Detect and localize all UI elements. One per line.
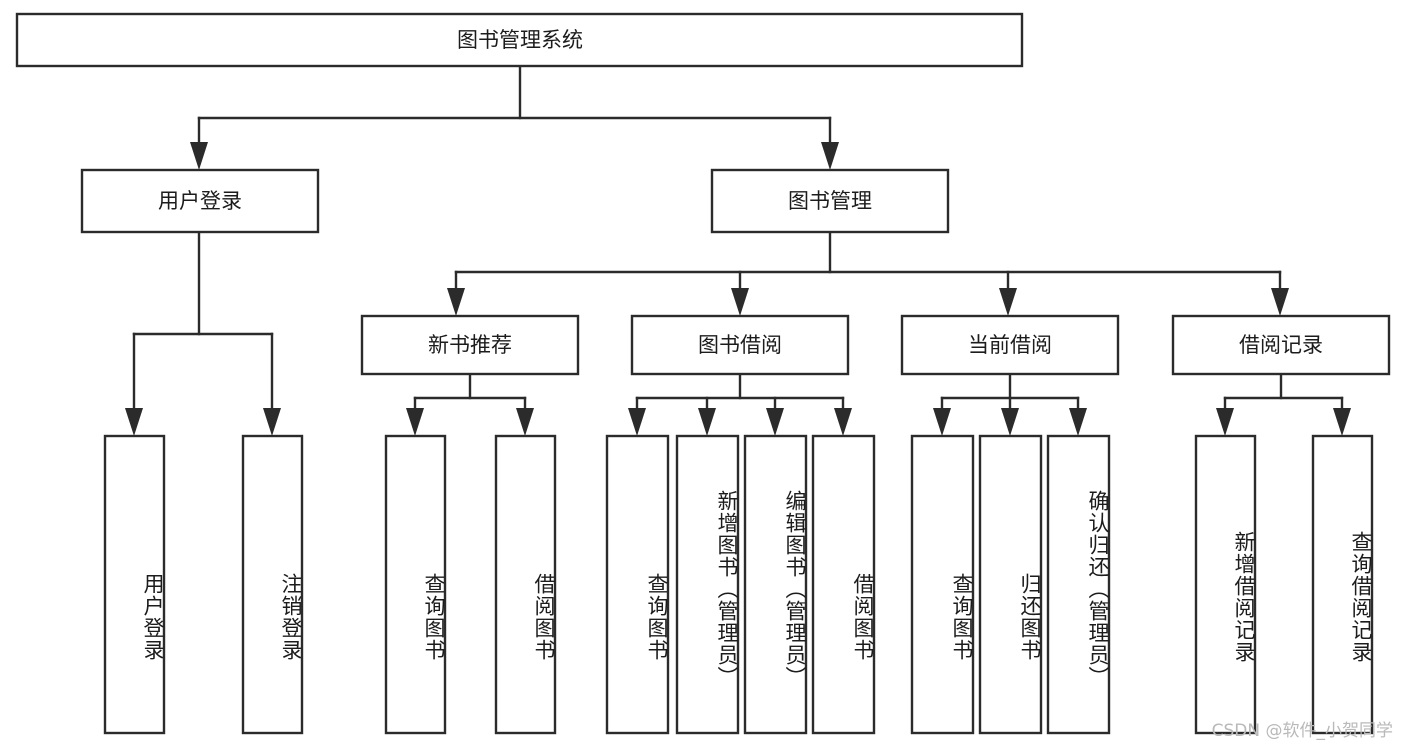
node-current-borrow-box[interactable] — [900, 314, 1120, 376]
arrow-head-leaf-borrow-2 — [766, 408, 784, 436]
leaf-box-borrow-3[interactable] — [811, 434, 876, 735]
arrow-head-leaf-newbook-1 — [516, 408, 534, 436]
node-user-login-box[interactable] — [80, 168, 320, 234]
arrow-head-leaf-borrow-0 — [628, 408, 646, 436]
arrow-head-leaf-record-0 — [1216, 408, 1234, 436]
node-user-login-label: 用户登录 — [158, 189, 242, 213]
arrow-head-leaf-newbook-0 — [406, 408, 424, 436]
arrow-head-leaf-user-0 — [125, 408, 143, 436]
node-root-box[interactable] — [15, 12, 1024, 68]
leaf-box-current-0[interactable] — [910, 434, 975, 735]
leaf-box-borrow-2[interactable] — [743, 434, 808, 735]
connector-group-book-manage — [447, 230, 1289, 316]
arrow-head-leaf-current-0 — [933, 408, 951, 436]
arrow-head-borrow-record — [1271, 288, 1289, 316]
node-user-login[interactable]: 用户登录 — [80, 168, 320, 234]
arrow-head-leaf-current-1 — [1001, 408, 1019, 436]
node-new-book-box[interactable] — [360, 314, 580, 376]
leaf-box-borrow-0[interactable] — [605, 434, 670, 735]
leaf-box-user-0[interactable] — [103, 434, 166, 735]
arrow-head-leaf-borrow-3 — [834, 408, 852, 436]
node-borrow-record-label: 借阅记录 — [1239, 333, 1323, 357]
connector-group-borrow-record — [1216, 372, 1351, 436]
node-borrow-book[interactable]: 图书借阅 — [630, 314, 850, 376]
node-root[interactable]: 图书管理系统 — [15, 12, 1024, 68]
node-root-label: 图书管理系统 — [457, 28, 583, 52]
node-borrow-record-box[interactable] — [1171, 314, 1391, 376]
connector-group-current-borrow — [933, 372, 1087, 436]
leaf-box-user-1[interactable] — [241, 434, 304, 735]
leaf-box-current-1[interactable] — [978, 434, 1043, 735]
arrow-head-borrow-book — [731, 288, 749, 316]
arrow-head-user-login — [190, 142, 208, 170]
connector-group-borrow-book — [628, 372, 852, 436]
arrow-head-book-manage — [821, 142, 839, 170]
connector-group-user-login — [125, 230, 281, 436]
leaf-box-current-2[interactable] — [1046, 434, 1111, 735]
node-book-manage-label: 图书管理 — [788, 189, 872, 213]
arrow-head-leaf-user-1 — [263, 408, 281, 436]
node-borrow-record[interactable]: 借阅记录 — [1171, 314, 1391, 376]
leaf-box-borrow-1[interactable] — [675, 434, 740, 735]
arrow-head-leaf-borrow-1 — [698, 408, 716, 436]
leaf-box-record-1[interactable] — [1311, 434, 1374, 735]
node-current-borrow-label: 当前借阅 — [968, 333, 1052, 357]
node-book-manage-box[interactable] — [710, 168, 950, 234]
node-borrow-book-box[interactable] — [630, 314, 850, 376]
node-current-borrow[interactable]: 当前借阅 — [900, 314, 1120, 376]
arrow-head-leaf-record-1 — [1333, 408, 1351, 436]
connector-group-new-book — [406, 372, 534, 436]
node-new-book[interactable]: 新书推荐 — [360, 314, 580, 376]
node-new-book-label: 新书推荐 — [428, 333, 512, 357]
connector-group-root — [190, 64, 839, 170]
node-book-manage[interactable]: 图书管理 — [710, 168, 950, 234]
node-borrow-book-label: 图书借阅 — [698, 333, 782, 357]
arrow-head-leaf-current-2 — [1069, 408, 1087, 436]
watermark-text: CSDN @软件_小贺同学 — [1211, 721, 1393, 741]
leaf-box-record-0[interactable] — [1194, 434, 1257, 735]
leaf-box-newbook-0[interactable] — [384, 434, 447, 735]
arrow-head-new-book — [447, 288, 465, 316]
arrow-head-current-borrow — [999, 288, 1017, 316]
leaf-box-newbook-1[interactable] — [494, 434, 557, 735]
